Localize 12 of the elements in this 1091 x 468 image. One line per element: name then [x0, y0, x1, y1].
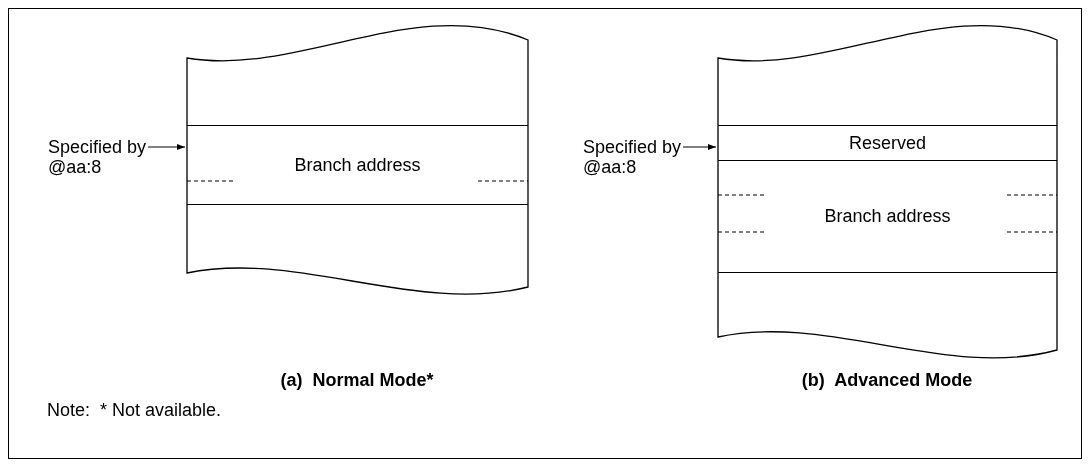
arrow	[682, 144, 717, 150]
caption: (a) Normal Mode*	[280, 370, 434, 390]
memory-cell	[187, 125, 528, 205]
cell-text: Branch address	[824, 206, 951, 226]
cell-text: Reserved	[848, 133, 926, 153]
arrow	[147, 144, 186, 150]
caption: (b) Advanced Mode	[801, 370, 973, 390]
pointer-label: Specified by @aa:8	[583, 137, 701, 177]
pointer-label: Specified by @aa:8	[48, 137, 166, 177]
memory-cell	[718, 125, 1057, 161]
cell-text: Branch address	[294, 155, 421, 175]
note: Note: * Not available.	[47, 400, 222, 420]
